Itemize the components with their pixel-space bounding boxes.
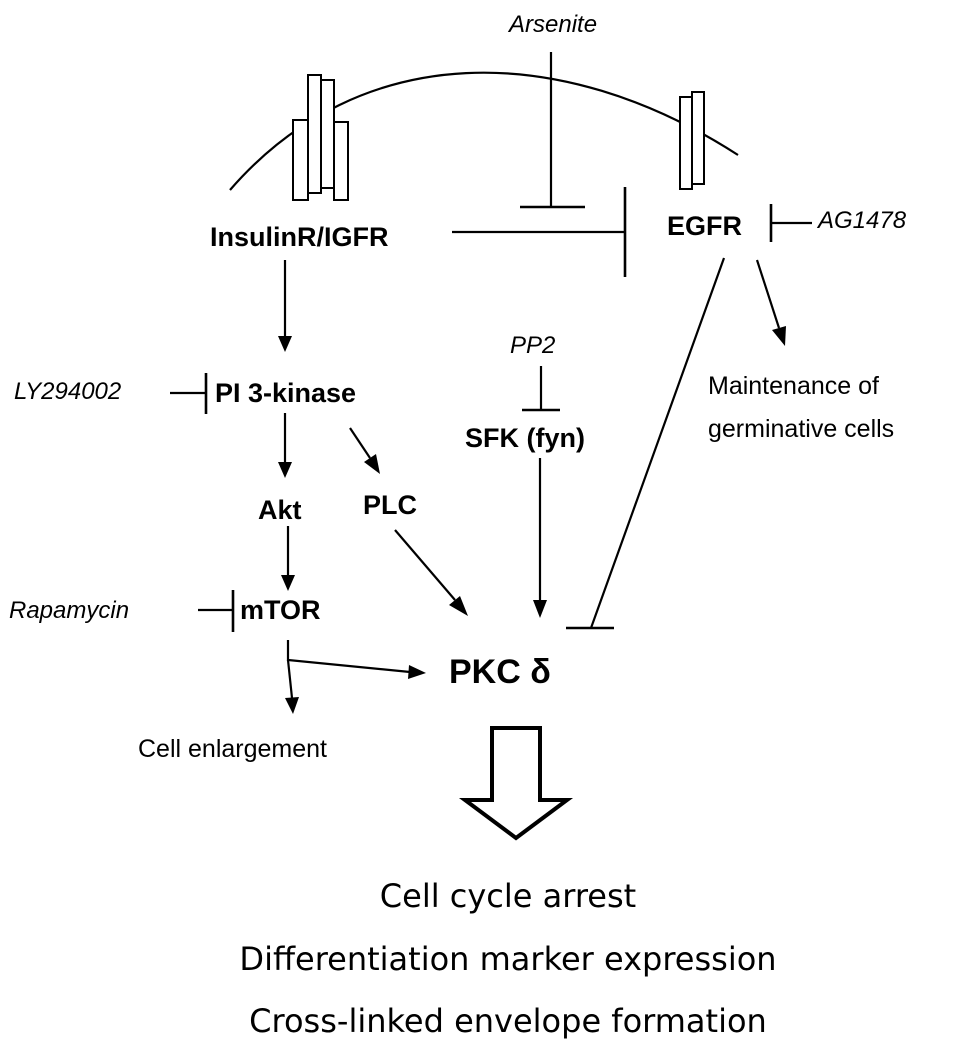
cell-enlargement-label: Cell enlargement xyxy=(138,735,327,763)
akt-label: Akt xyxy=(258,495,302,525)
mtor-to-pkc-line xyxy=(286,640,411,674)
pkc-delta-label: PKC δ xyxy=(449,653,551,691)
mtor-to-pkc-arrowhead xyxy=(408,665,426,679)
insulin-receptor-icon xyxy=(292,74,349,201)
result-cross-linked-envelope: Cross-linked envelope formation xyxy=(249,1002,767,1040)
ly294002-label: LY294002 xyxy=(14,378,121,405)
arsenite-label: Arsenite xyxy=(507,11,597,38)
pi3k-to-akt-arrowhead xyxy=(278,462,292,478)
pi3k-label: PI 3-kinase xyxy=(215,378,356,408)
plc-to-pkc-arrowhead xyxy=(449,596,468,616)
pi3k-to-plc-arrowhead xyxy=(364,454,380,474)
pi3k-to-plc-line xyxy=(349,427,371,459)
ag1478-label: AG1478 xyxy=(816,207,907,234)
sfk-fyn-label: SFK (fyn) xyxy=(465,423,585,453)
pp2-label: PP2 xyxy=(510,332,555,359)
maintenance-label-line1: Maintenance of xyxy=(708,372,879,400)
egfr-receptor-icon xyxy=(679,91,705,190)
mtor-to-enlargement-arrowhead xyxy=(285,697,299,714)
mtor-to-enlargement-line xyxy=(286,659,294,699)
insulinr-to-pi3k-arrowhead xyxy=(278,336,292,352)
plc-to-pkc-line xyxy=(394,529,456,601)
result-differentiation-marker: Differentiation marker expression xyxy=(239,940,776,978)
cell-membrane xyxy=(229,71,739,191)
egfr-label: EGFR xyxy=(667,211,742,241)
mtor-label: mTOR xyxy=(240,595,321,625)
egfr-inhibits-pkc-line xyxy=(589,257,726,629)
egfr-to-maintenance-line xyxy=(755,259,781,329)
sfk-to-pkc-arrowhead xyxy=(533,600,547,618)
maintenance-label-line2: germinative cells xyxy=(708,415,894,443)
rapamycin-label: Rapamycin xyxy=(9,597,129,624)
plc-label: PLC xyxy=(363,490,417,520)
insulinr-igfr-label: InsulinR/IGFR xyxy=(210,222,389,252)
akt-to-mtor-arrowhead xyxy=(281,575,295,591)
egfr-to-maintenance-arrowhead xyxy=(772,326,786,346)
result-cell-cycle-arrest: Cell cycle arrest xyxy=(380,877,636,915)
pkc-to-outcomes-arrow xyxy=(458,726,574,841)
